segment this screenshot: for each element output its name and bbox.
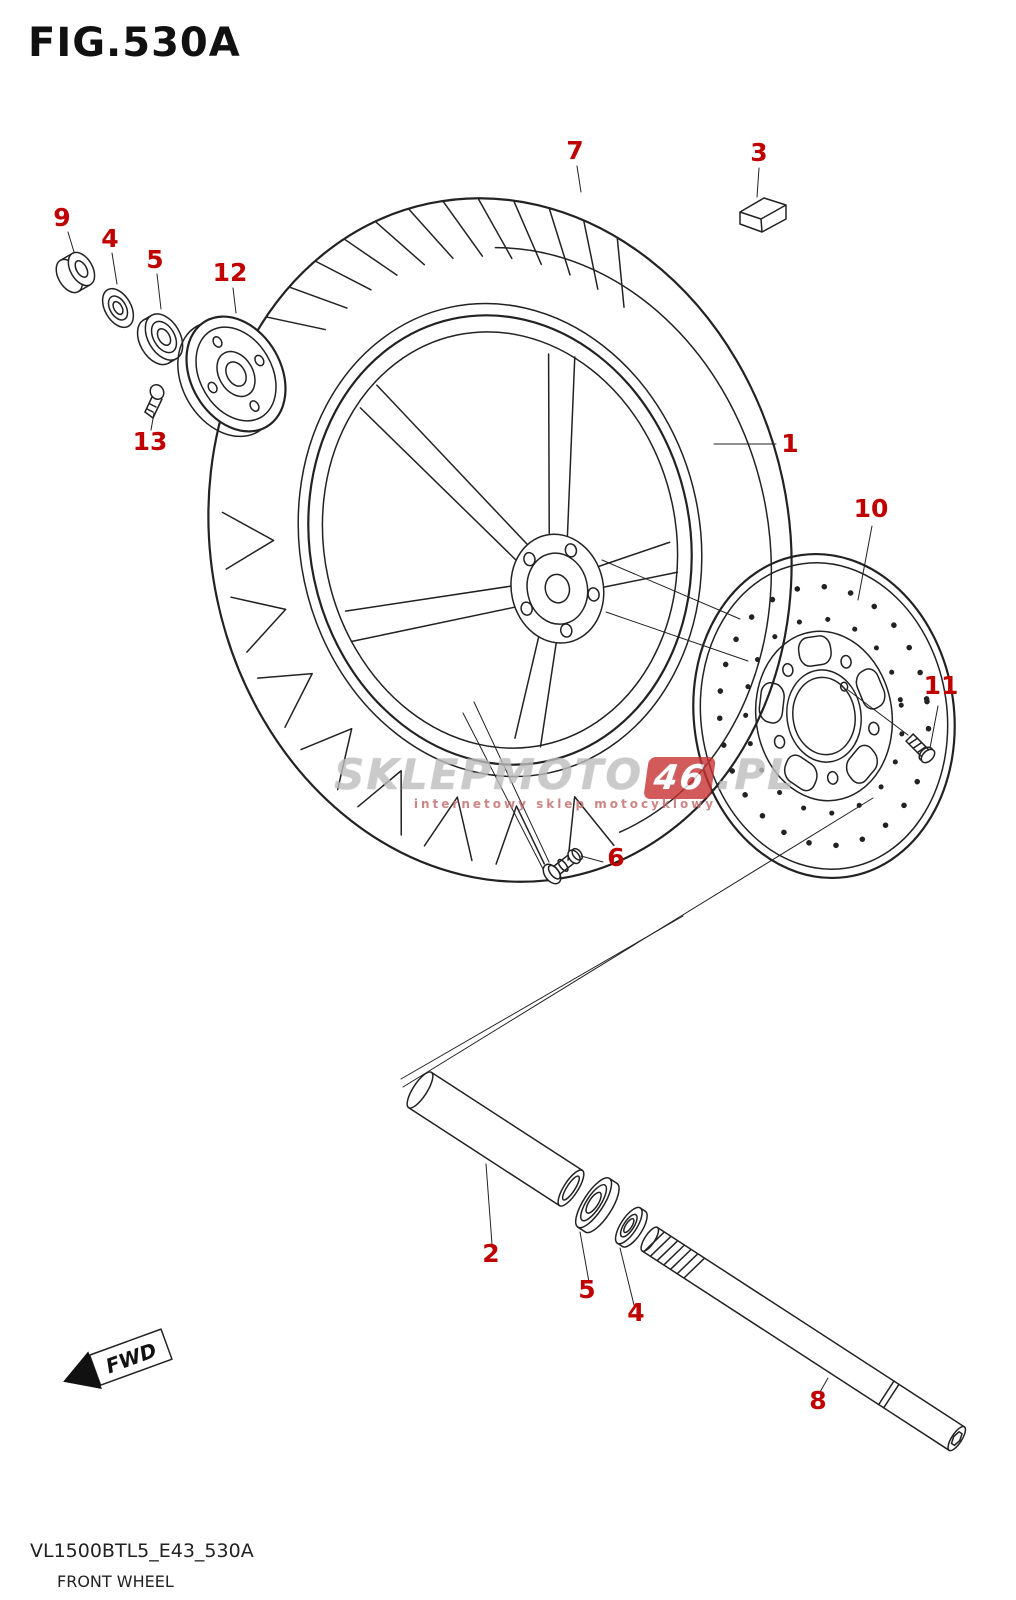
fwd-arrow: FWD bbox=[63, 1328, 173, 1389]
callout-4: 4 bbox=[101, 224, 118, 253]
disc-band-inner-edge bbox=[745, 622, 903, 809]
hub-cover-12 bbox=[177, 299, 306, 438]
callout-10: 10 bbox=[854, 494, 889, 523]
tire-bead-edge bbox=[255, 266, 745, 815]
balance-weight bbox=[739, 197, 787, 233]
wheel-hub bbox=[501, 526, 614, 652]
rim-flange bbox=[267, 279, 733, 800]
rim-inner-edge bbox=[284, 299, 715, 782]
callout-6: 6 bbox=[607, 843, 624, 872]
disc-drill-holes-inner bbox=[733, 609, 915, 824]
hub-center-hole bbox=[543, 572, 572, 605]
disc-outer-edge bbox=[673, 537, 976, 895]
callout-2: 2 bbox=[482, 1239, 499, 1268]
screw-11-alignment-line bbox=[847, 689, 909, 736]
callout-5: 5 bbox=[146, 245, 163, 274]
callout-13: 13 bbox=[133, 427, 168, 456]
oil-seal-front-left bbox=[101, 287, 135, 329]
screw-13 bbox=[144, 383, 165, 419]
hub-bolt-hole bbox=[587, 587, 600, 602]
callout-3: 3 bbox=[750, 138, 767, 167]
oil-seal-lower bbox=[614, 1206, 648, 1248]
callout-9: 9 bbox=[53, 203, 70, 232]
leader-lines bbox=[67, 165, 939, 1393]
fwd-arrow-head bbox=[63, 1351, 102, 1389]
disc-screw-hole bbox=[840, 682, 848, 692]
callout-12: 12 bbox=[213, 258, 248, 287]
disc-carrier-ring bbox=[781, 665, 867, 767]
tread-top bbox=[252, 168, 632, 380]
disc-drill-holes-outer bbox=[703, 573, 945, 859]
callout-7: 7 bbox=[566, 136, 583, 165]
spokes bbox=[300, 332, 706, 781]
bearing-lower bbox=[574, 1177, 620, 1234]
brake-disc bbox=[673, 537, 976, 895]
axle-hex-socket bbox=[950, 1431, 963, 1447]
callout-1: 1 bbox=[781, 429, 798, 458]
hub-disc-alignment-lines bbox=[601, 559, 749, 662]
tread-side-chevrons bbox=[213, 447, 614, 917]
axle-axis-lines bbox=[400, 797, 874, 1088]
axle-threads bbox=[643, 1231, 705, 1279]
disc-bolt-holes bbox=[764, 652, 886, 791]
hub-bolt-hole bbox=[560, 623, 573, 638]
tire bbox=[146, 144, 854, 937]
drawing-name: FRONT WHEEL bbox=[57, 1572, 174, 1591]
hub-bolt-hole bbox=[564, 543, 577, 558]
hub-bolt-hole bbox=[520, 601, 533, 616]
tire-outer-edge bbox=[146, 144, 854, 937]
hub-bolt-hole bbox=[523, 552, 536, 567]
drawing-code: VL1500BTL5_E43_530A bbox=[30, 1540, 254, 1562]
front-axle bbox=[640, 1226, 967, 1452]
spacer-collar-9 bbox=[55, 251, 96, 294]
disc-center-hole bbox=[788, 673, 860, 758]
callout-5b: 5 bbox=[578, 1275, 595, 1304]
axle-assembly bbox=[406, 1071, 967, 1452]
axle-spacer-tube bbox=[406, 1071, 585, 1207]
callout-8: 8 bbox=[809, 1386, 826, 1415]
callout-4b: 4 bbox=[627, 1298, 644, 1327]
disc-outer-inner-line bbox=[681, 547, 967, 886]
disc-screw-11 bbox=[905, 733, 936, 764]
bearing-front-left bbox=[136, 313, 184, 366]
figure-title: FIG.530A bbox=[28, 20, 241, 66]
callout-11: 11 bbox=[924, 671, 959, 700]
callout-numbers: 9 4 5 12 13 7 3 1 10 11 6 2 5 4 8 bbox=[53, 136, 958, 1415]
valve-stem bbox=[542, 847, 584, 885]
valve-locator-lines bbox=[462, 701, 550, 870]
disc-carrier-cutouts bbox=[748, 628, 900, 801]
wheel-rim bbox=[267, 279, 733, 800]
